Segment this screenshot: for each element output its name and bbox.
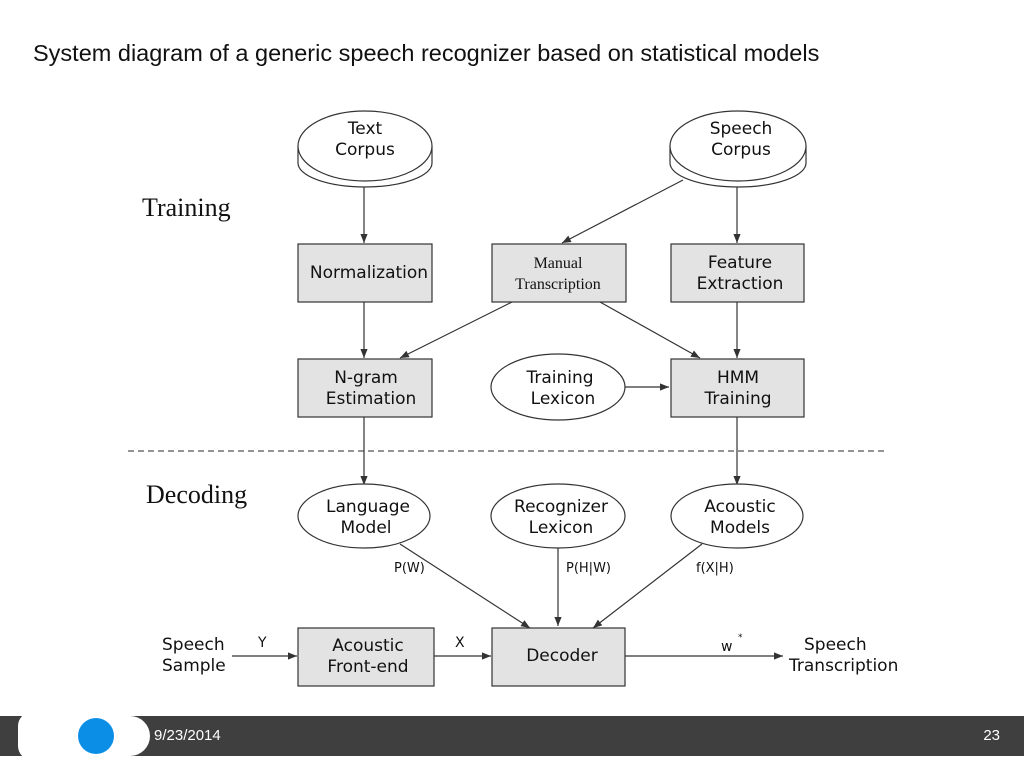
- acoustic-frontend-line2: Front-end: [327, 657, 408, 677]
- footer-circle-icon: [78, 718, 114, 754]
- recognizer-lexicon-line1: Recognizer: [514, 497, 608, 517]
- decoder-label: Decoder: [526, 646, 598, 666]
- edge-label-w: w: [721, 639, 732, 655]
- feature-extraction-line1: Feature: [708, 253, 772, 273]
- manual-transcription-line2: Transcription: [515, 276, 601, 293]
- arrow-manualtranscription-hmm: [599, 301, 701, 359]
- training-section-label: Training: [142, 193, 231, 222]
- edge-label-w-star: *: [738, 633, 743, 643]
- training-lexicon-line2: Lexicon: [531, 389, 596, 409]
- slide-footer: 9/23/2014 23: [0, 712, 1024, 760]
- edge-label-x: X: [455, 635, 465, 651]
- training-lexicon-line1: Training: [525, 368, 593, 388]
- edge-label-fxh: f(X|H): [696, 561, 734, 576]
- connectors: [232, 179, 783, 660]
- ngram-estimation-line2: Estimation: [326, 389, 417, 409]
- acoustic-models-node: Acoustic Models: [670, 483, 804, 549]
- language-model-line1: Language: [326, 497, 410, 517]
- manual-transcription-node: Manual Transcription: [491, 243, 627, 303]
- recognizer-lexicon-node: Recognizer Lexicon: [490, 483, 626, 549]
- normalization-node: Normalization: [297, 243, 433, 303]
- decoder-node: Decoder: [491, 627, 626, 687]
- hmm-training-line2: Training: [703, 389, 771, 409]
- text-corpus-line1: Text: [347, 119, 383, 139]
- ngram-estimation-node: N-gram Estimation: [297, 358, 433, 418]
- footer-tab-edge: [18, 712, 46, 760]
- language-model-node: Language Model: [297, 483, 431, 549]
- page-number: 23: [983, 727, 1000, 744]
- normalization-label: Normalization: [310, 263, 428, 283]
- arrow-speechcorpus-manualtranscription: [561, 179, 684, 244]
- text-corpus-node: Text Corpus: [297, 110, 433, 188]
- feature-extraction-line2: Extraction: [697, 274, 784, 294]
- hmm-training-node: HMM Training: [670, 358, 805, 418]
- edge-label-y: Y: [257, 635, 267, 651]
- arrow-manualtranscription-ngram: [399, 301, 513, 359]
- speech-corpus-node: Speech Corpus: [669, 110, 807, 188]
- speech-sample-line1: Speech: [162, 635, 225, 655]
- acoustic-frontend-line1: Acoustic: [332, 636, 403, 656]
- language-model-line2: Model: [340, 518, 391, 538]
- slide-title: System diagram of a generic speech recog…: [33, 40, 820, 66]
- arrow-acousticmodels-decoder: [592, 543, 703, 629]
- speech-transcription-line1: Speech: [804, 635, 867, 655]
- acoustic-models-line1: Acoustic: [704, 497, 775, 517]
- footer-date: 9/23/2014: [154, 727, 221, 744]
- edge-label-phw: P(H|W): [566, 561, 611, 576]
- speech-sample-line2: Sample: [162, 656, 226, 676]
- hmm-training-line1: HMM: [717, 368, 759, 388]
- edge-label-pw: P(W): [394, 561, 425, 576]
- feature-extraction-node: Feature Extraction: [670, 243, 805, 303]
- speech-corpus-line1: Speech: [710, 119, 773, 139]
- ngram-estimation-line1: N-gram: [334, 368, 398, 388]
- speech-recognizer-diagram: Training Decoding Text Corpus Speech Cor…: [128, 110, 898, 687]
- text-corpus-line2: Corpus: [335, 140, 395, 160]
- recognizer-lexicon-line2: Lexicon: [529, 518, 594, 538]
- training-lexicon-node: Training Lexicon: [490, 353, 626, 421]
- speech-corpus-line2: Corpus: [711, 140, 771, 160]
- acoustic-frontend-node: Acoustic Front-end: [297, 627, 435, 687]
- arrow-languagemodel-decoder: [399, 543, 531, 629]
- manual-transcription-line1: Manual: [534, 255, 583, 272]
- acoustic-models-line2: Models: [710, 518, 770, 538]
- speech-transcription-line2: Transcription: [788, 656, 898, 676]
- decoding-section-label: Decoding: [146, 480, 247, 509]
